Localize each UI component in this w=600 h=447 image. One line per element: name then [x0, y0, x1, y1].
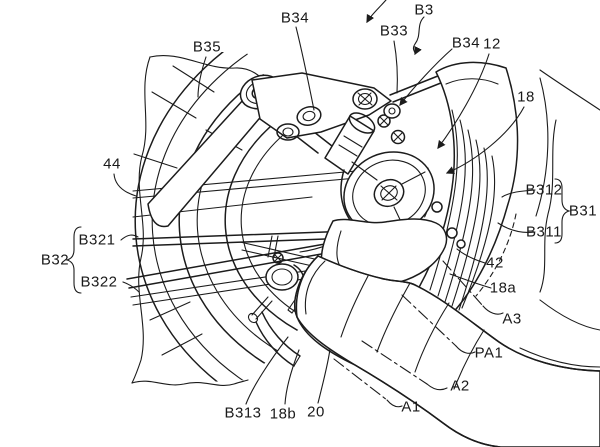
- brace-B31: [554, 178, 571, 244]
- ref-label-B34-top: B34: [280, 9, 310, 27]
- ref-label-B3: B3: [414, 1, 434, 19]
- ref-label-18a: 18a: [489, 279, 517, 297]
- axis-lines: [333, 260, 504, 408]
- ref-label-B322: B322: [80, 273, 118, 291]
- ref-label-18b: 18b: [269, 405, 297, 423]
- ref-label-B312: B312: [525, 181, 563, 199]
- ref-label-B31: B31: [568, 202, 598, 220]
- ref-label-B32: B32: [40, 251, 70, 269]
- ref-label-A1: A1: [401, 398, 421, 416]
- ref-label-20: 20: [307, 403, 325, 421]
- ref-label-B35: B35: [192, 38, 222, 56]
- ref-label-18: 18: [517, 88, 535, 106]
- ref-label-42: 42: [486, 254, 504, 272]
- ref-label-B313: B313: [224, 404, 262, 422]
- ref-label-44: 44: [103, 155, 121, 173]
- brace-B32: [65, 226, 82, 294]
- ref-label-B33: B33: [379, 22, 409, 40]
- bracket-plate: [251, 72, 406, 145]
- ref-label-PA1: PA1: [474, 344, 504, 362]
- ref-label-B34-right: B34: [451, 34, 481, 52]
- leader-lines: [113, 0, 536, 405]
- chain-guard: [294, 255, 600, 447]
- ref-label-B311: B311: [526, 223, 562, 241]
- ref-label-B321: B321: [78, 231, 116, 249]
- ref-label-A2: A2: [450, 377, 470, 395]
- shock-absorber: [324, 112, 376, 175]
- reference-braces: [65, 178, 571, 294]
- ref-label-12: 12: [483, 35, 501, 53]
- wheel-spokes: [133, 65, 243, 356]
- swingarm: [413, 61, 600, 317]
- ref-label-A3: A3: [502, 310, 522, 328]
- rear-wheel: [131, 52, 332, 386]
